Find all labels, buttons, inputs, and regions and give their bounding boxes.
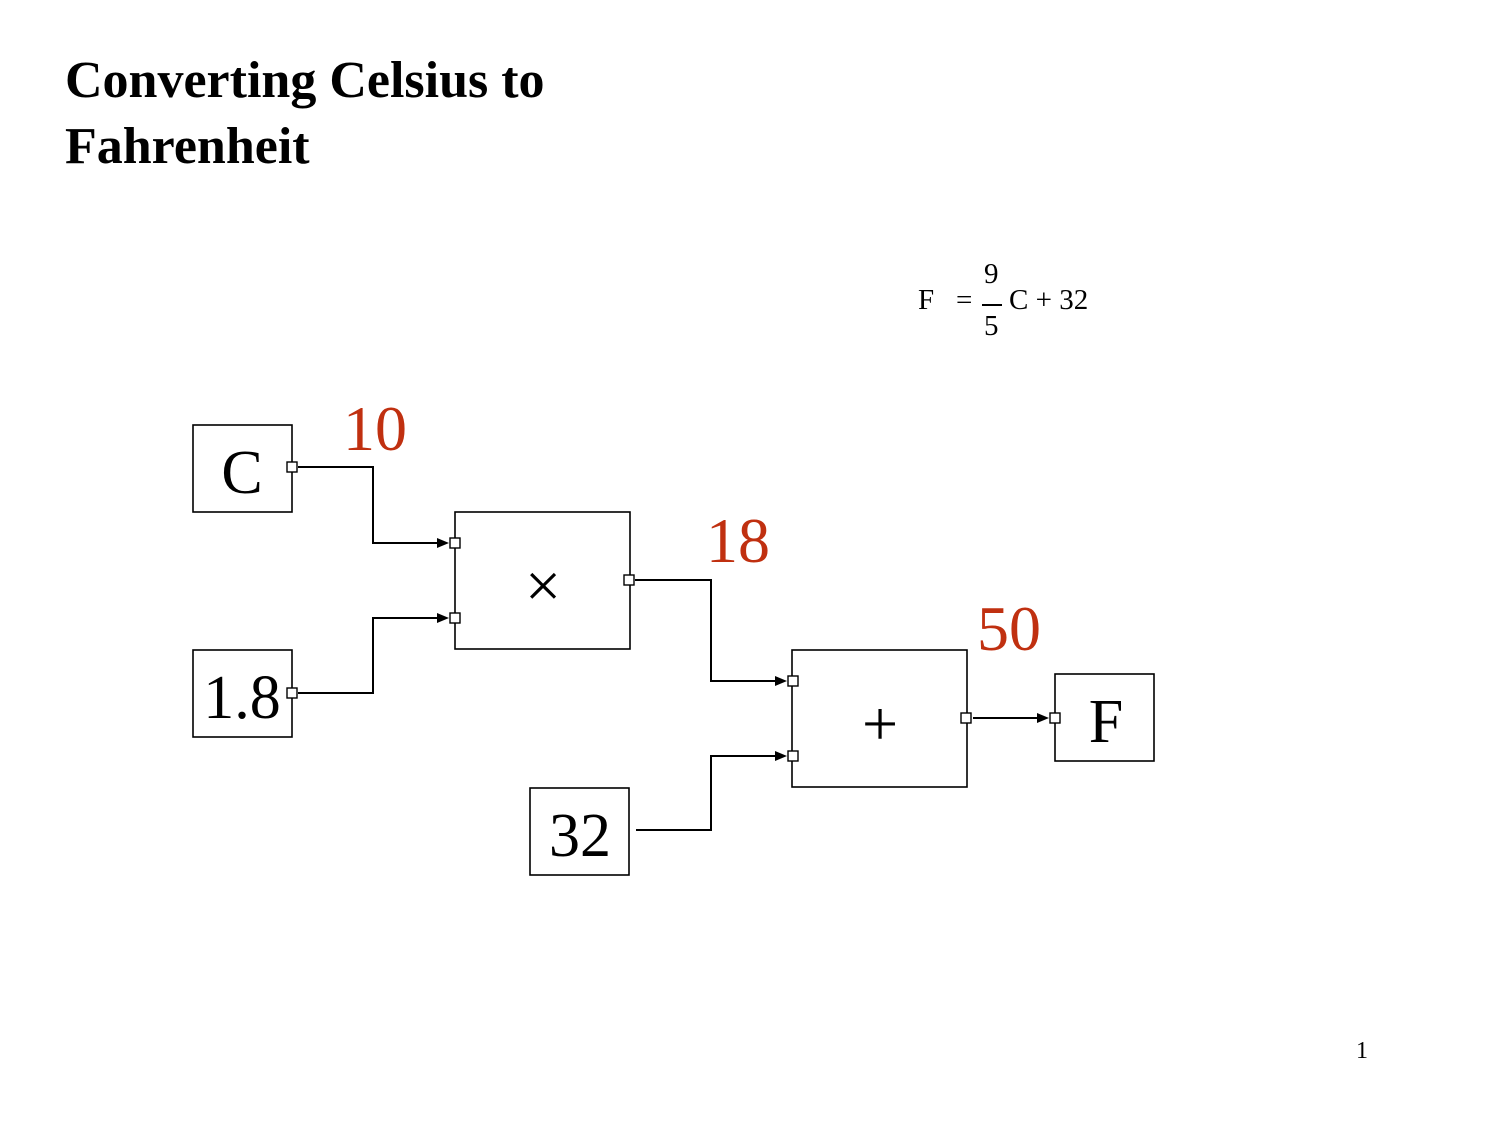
input-port	[1049, 712, 1061, 724]
arrow-head	[775, 751, 787, 761]
block-const-offset[interactable]: 32	[529, 787, 630, 876]
plus-icon: +	[862, 688, 898, 759]
input-port	[787, 750, 799, 762]
formula-denominator: 5	[984, 310, 999, 342]
arrow-head	[437, 538, 449, 548]
formula-lhs: F	[918, 284, 935, 316]
wire-factor-to-multiply	[298, 617, 446, 694]
output-port	[286, 687, 298, 699]
wire-multiply-to-add	[635, 579, 784, 682]
wire-offset-to-add	[636, 755, 784, 831]
page-number: 1	[1356, 1038, 1368, 1064]
block-const-offset-label: 32	[549, 802, 611, 870]
block-output-f[interactable]: F	[1049, 673, 1155, 762]
output-port	[960, 712, 972, 724]
block-input-c[interactable]: C	[192, 424, 298, 513]
block-add[interactable]: +	[787, 649, 972, 788]
wire-c-to-multiply	[298, 466, 446, 544]
formula-rhs: C + 32	[1009, 284, 1089, 316]
input-port	[449, 537, 461, 549]
slide-title: Converting Celsius to Fahrenheit	[65, 52, 545, 175]
formula-equals: =	[956, 284, 973, 316]
input-port	[787, 675, 799, 687]
block-multiply[interactable]: ×	[449, 511, 635, 650]
arrow-head	[1037, 713, 1049, 723]
formula-numerator: 9	[984, 258, 999, 290]
signal-value-sum: 50	[977, 593, 1041, 664]
output-port	[623, 574, 635, 586]
arrow-head	[775, 676, 787, 686]
signal-value-c: 10	[343, 393, 407, 464]
block-const-factor-label: 1.8	[203, 664, 281, 732]
input-port	[449, 612, 461, 624]
formula-fraction-bar	[982, 304, 1002, 306]
block-output-f-label: F	[1089, 688, 1123, 756]
block-input-c-label: C	[221, 439, 262, 507]
arrow-head	[437, 613, 449, 623]
multiply-icon: ×	[525, 550, 561, 621]
signal-value-product: 18	[706, 505, 770, 576]
output-port	[286, 461, 298, 473]
block-const-factor[interactable]: 1.8	[192, 649, 298, 738]
